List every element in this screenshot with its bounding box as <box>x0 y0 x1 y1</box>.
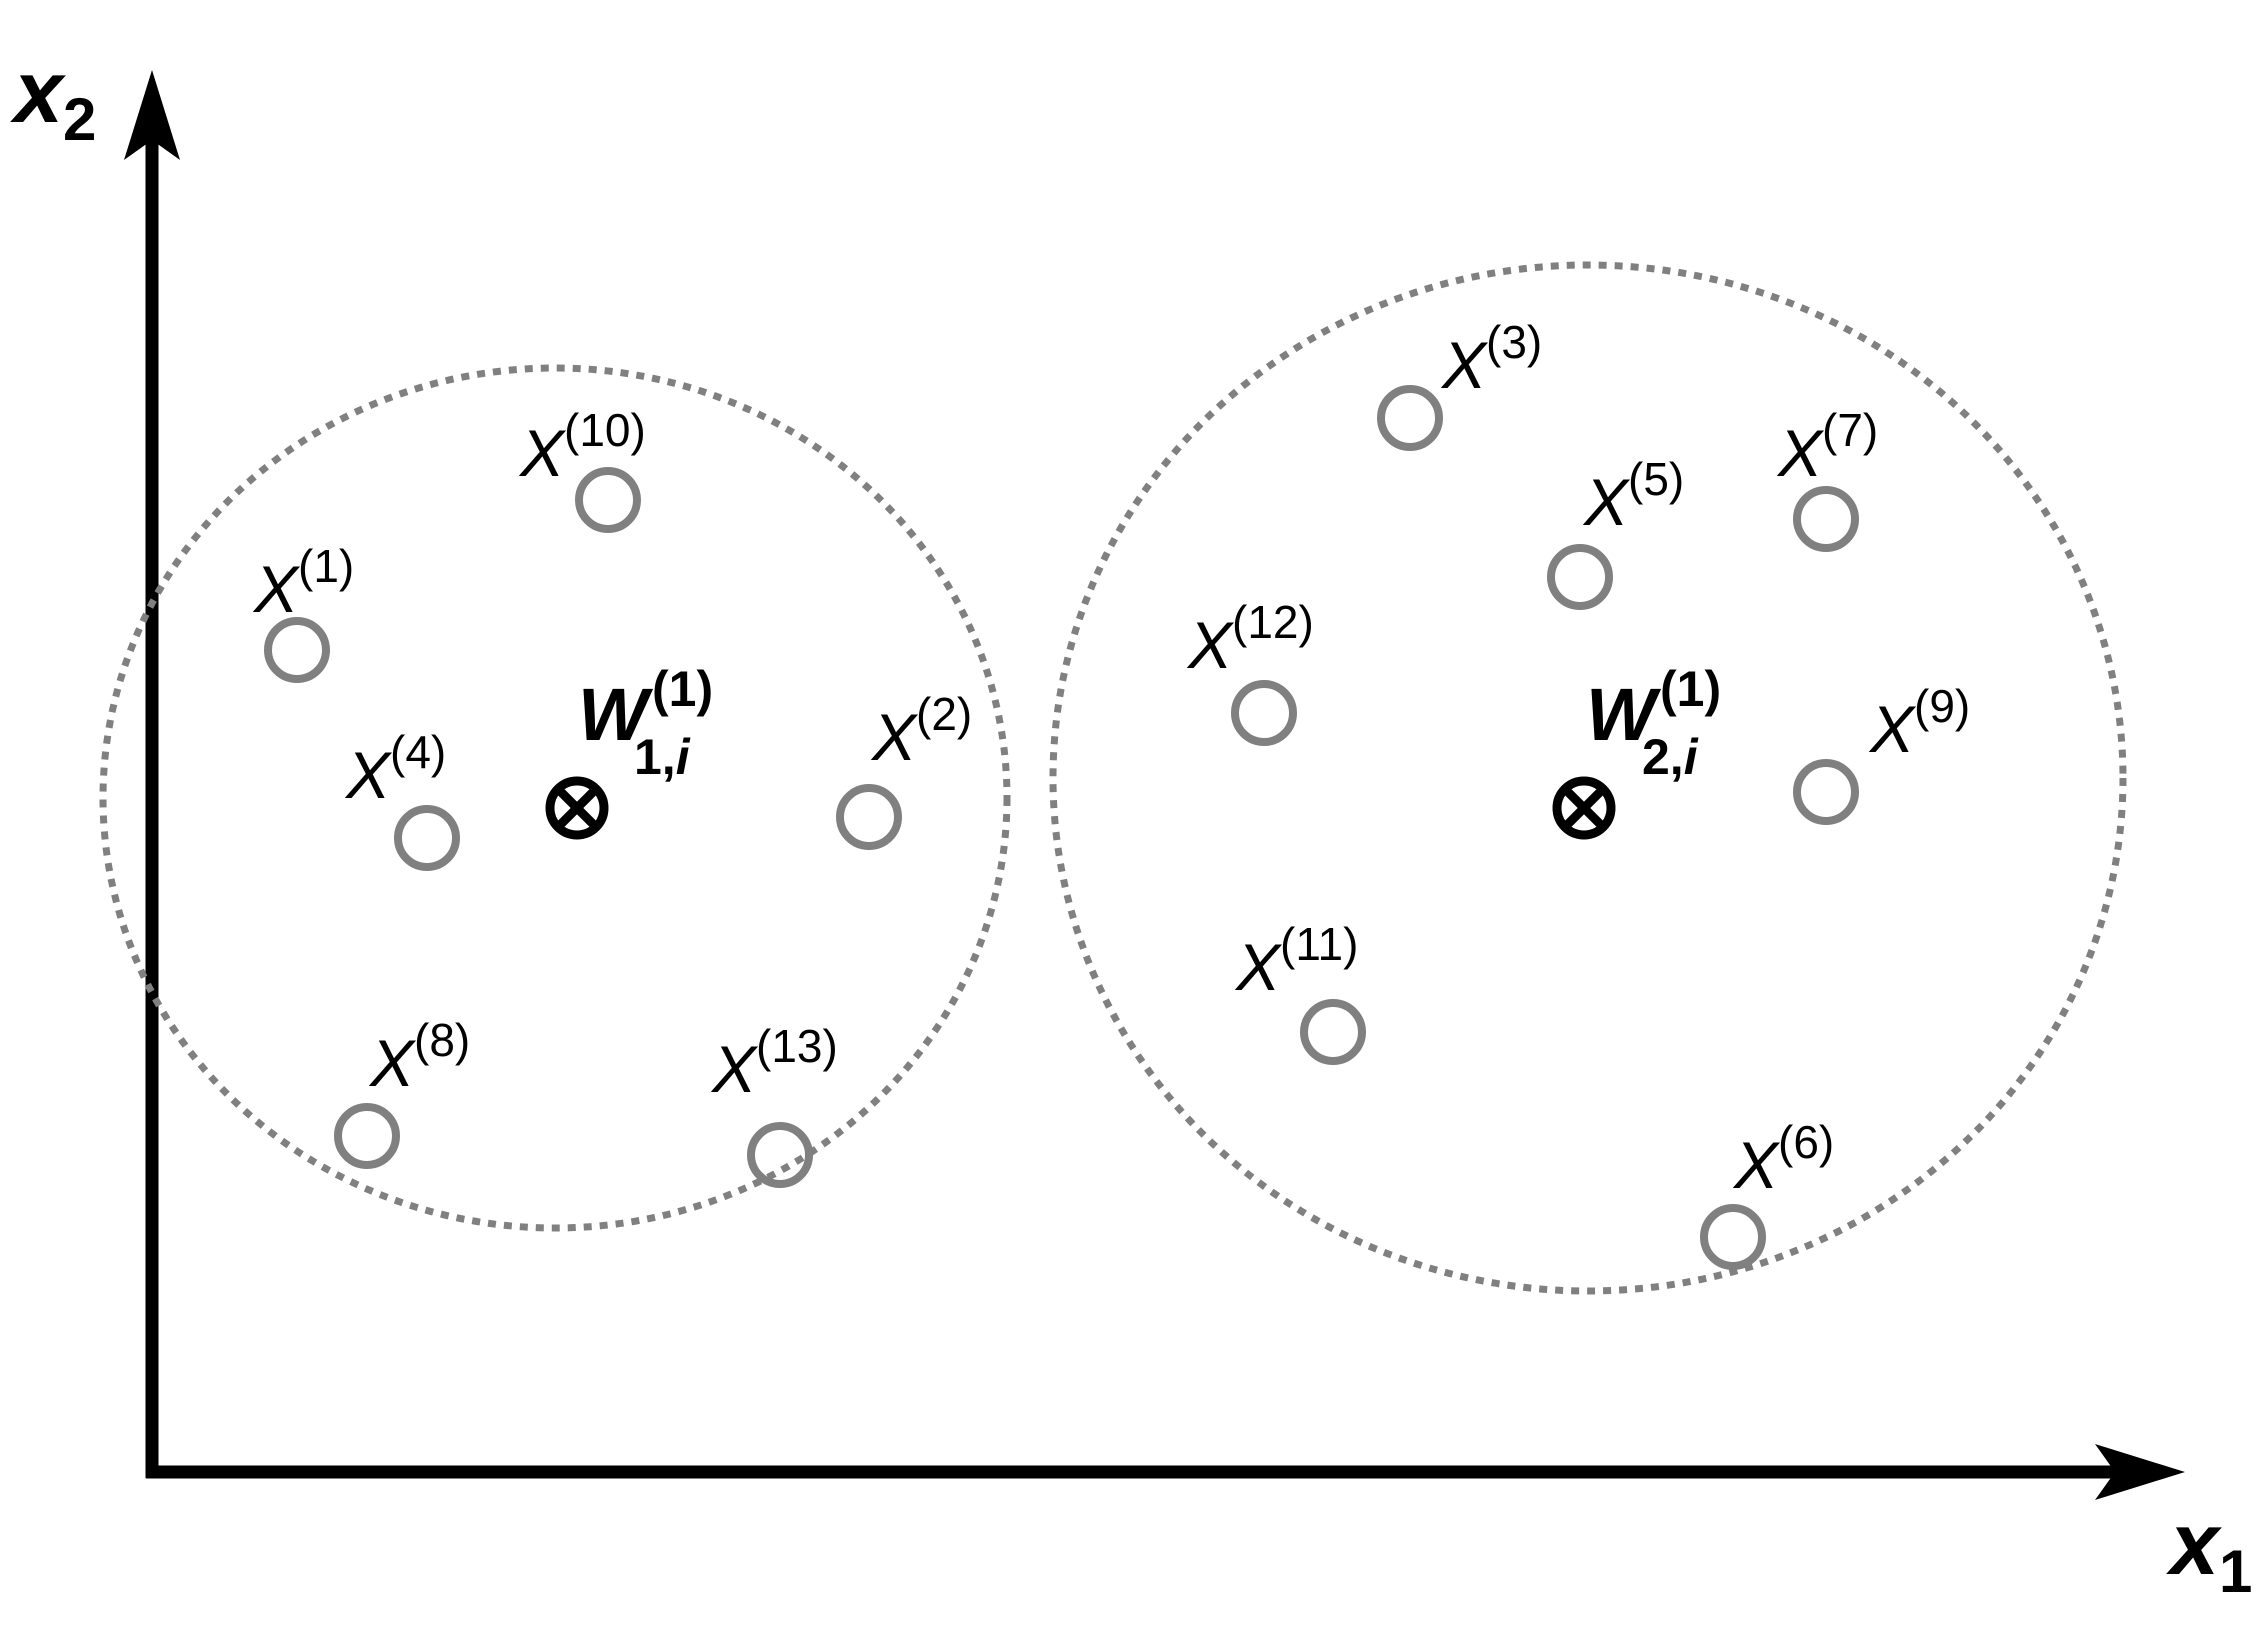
x-axis-symbol: x <box>2166 1494 2222 1593</box>
cluster-2: X(3) X(5) X(6) X(7) <box>1049 261 2127 1295</box>
y-axis-index: 2 <box>63 86 96 153</box>
data-point-13: X(13) <box>710 1020 838 1188</box>
data-point-9-symbol: X <box>1868 692 1917 766</box>
circled-times-icon <box>1552 776 1616 840</box>
data-point-3-label: X(3) <box>1440 316 1542 402</box>
axes: x2 x1 <box>10 42 2252 1605</box>
x-axis-index: 1 <box>2219 1538 2252 1605</box>
data-point-10-symbol: X <box>518 416 567 490</box>
data-point-2-index: (2) <box>916 688 972 740</box>
data-point-7-marker <box>1793 486 1859 552</box>
data-point-1-index: (1) <box>298 540 354 592</box>
data-point-13-index: (13) <box>756 1020 838 1072</box>
data-point-11-index: (11) <box>1280 918 1358 970</box>
data-point-10-index: (10) <box>564 404 646 456</box>
data-point-2-symbol: X <box>870 700 919 774</box>
data-point-9-index: (9) <box>1914 680 1970 732</box>
data-point-12-marker <box>1231 680 1297 746</box>
data-point-5-symbol: X <box>1582 465 1631 539</box>
data-point-1-label: X(1) <box>252 540 354 626</box>
x-axis-arrowhead <box>2095 1444 2185 1500</box>
data-point-2: X(2) <box>836 688 972 850</box>
y-axis-label: x2 <box>10 42 96 153</box>
data-point-6-marker <box>1700 1204 1766 1270</box>
centroid-1-superscript: (1) <box>652 661 713 717</box>
data-point-10: X(10) <box>518 404 646 533</box>
data-point-13-marker <box>747 1122 813 1188</box>
data-point-5: X(5) <box>1547 453 1684 610</box>
x-axis-label: x1 <box>2166 1494 2252 1605</box>
data-point-1-symbol: X <box>252 552 301 626</box>
data-point-6-label: X(6) <box>1732 1116 1834 1202</box>
data-point-8-index: (8) <box>414 1014 470 1066</box>
circled-times-icon <box>545 776 609 840</box>
cluster-1: X(1) X(2) X(4) X(8) <box>99 364 1011 1232</box>
data-point-5-index: (5) <box>1628 453 1684 505</box>
data-point-12-index: (12) <box>1232 596 1314 648</box>
data-point-4-symbol: X <box>344 738 393 812</box>
data-point-4-marker <box>394 805 460 871</box>
data-point-5-marker <box>1547 544 1613 610</box>
centroid-1-subscript: 1, <box>634 729 676 785</box>
data-point-6-symbol: X <box>1732 1128 1781 1202</box>
data-point-2-label: X(2) <box>870 688 972 774</box>
data-point-4-index: (4) <box>390 726 446 778</box>
cluster-2-boundary <box>1049 261 2127 1295</box>
centroid-1: W (1) 1,i <box>545 661 718 840</box>
data-point-7-label: X(7) <box>1776 404 1878 490</box>
data-point-11-symbol: X <box>1234 930 1283 1004</box>
data-point-8-marker <box>334 1103 400 1169</box>
centroid-2-symbol: W <box>1586 673 1662 756</box>
data-point-13-label: X(13) <box>710 1020 838 1106</box>
data-point-3-symbol: X <box>1440 328 1489 402</box>
data-point-11-marker <box>1300 999 1366 1065</box>
data-point-2-marker <box>836 784 902 850</box>
cluster-1-boundary <box>99 364 1011 1232</box>
data-point-7: X(7) <box>1776 404 1878 552</box>
data-point-11-label: X(11) <box>1234 918 1358 1004</box>
y-axis-arrowhead <box>124 70 180 160</box>
data-point-8-label: X(8) <box>368 1014 470 1100</box>
data-point-4: X(4) <box>344 726 460 871</box>
centroid-1-label: W (1) 1,i <box>578 661 718 785</box>
centroid-2-subscript-var: i <box>1684 729 1699 785</box>
data-point-13-symbol: X <box>710 1032 759 1106</box>
y-axis-symbol: x <box>10 42 66 141</box>
data-point-3: X(3) <box>1377 316 1542 451</box>
data-point-4-label: X(4) <box>344 726 446 812</box>
centroid-1-subscript-var: i <box>676 729 691 785</box>
centroid-1-symbol: W <box>578 673 654 756</box>
data-point-10-marker <box>575 467 641 533</box>
data-point-3-marker <box>1377 385 1443 451</box>
data-point-1-marker <box>264 617 330 683</box>
data-point-9: X(9) <box>1793 680 1970 825</box>
data-point-6-index: (6) <box>1778 1116 1834 1168</box>
data-point-9-marker <box>1793 759 1859 825</box>
data-point-6: X(6) <box>1700 1116 1834 1270</box>
centroid-2-label: W (1) 2,i <box>1586 661 1726 785</box>
centroid-2-subscript: 2, <box>1642 729 1684 785</box>
data-point-8: X(8) <box>334 1014 470 1169</box>
centroid-2-superscript: (1) <box>1660 661 1721 717</box>
data-point-11: X(11) <box>1234 918 1366 1065</box>
data-point-12: X(12) <box>1186 596 1314 746</box>
data-point-9-label: X(9) <box>1868 680 1970 766</box>
data-point-3-index: (3) <box>1486 316 1542 368</box>
data-point-7-index: (7) <box>1822 404 1878 456</box>
data-point-5-label: X(5) <box>1582 453 1684 539</box>
data-point-12-symbol: X <box>1186 608 1235 682</box>
data-point-10-label: X(10) <box>518 404 646 490</box>
data-point-7-symbol: X <box>1776 416 1825 490</box>
centroid-2: W (1) 2,i <box>1552 661 1726 840</box>
data-point-1: X(1) <box>252 540 354 683</box>
data-point-8-symbol: X <box>368 1026 417 1100</box>
data-point-12-label: X(12) <box>1186 596 1314 682</box>
